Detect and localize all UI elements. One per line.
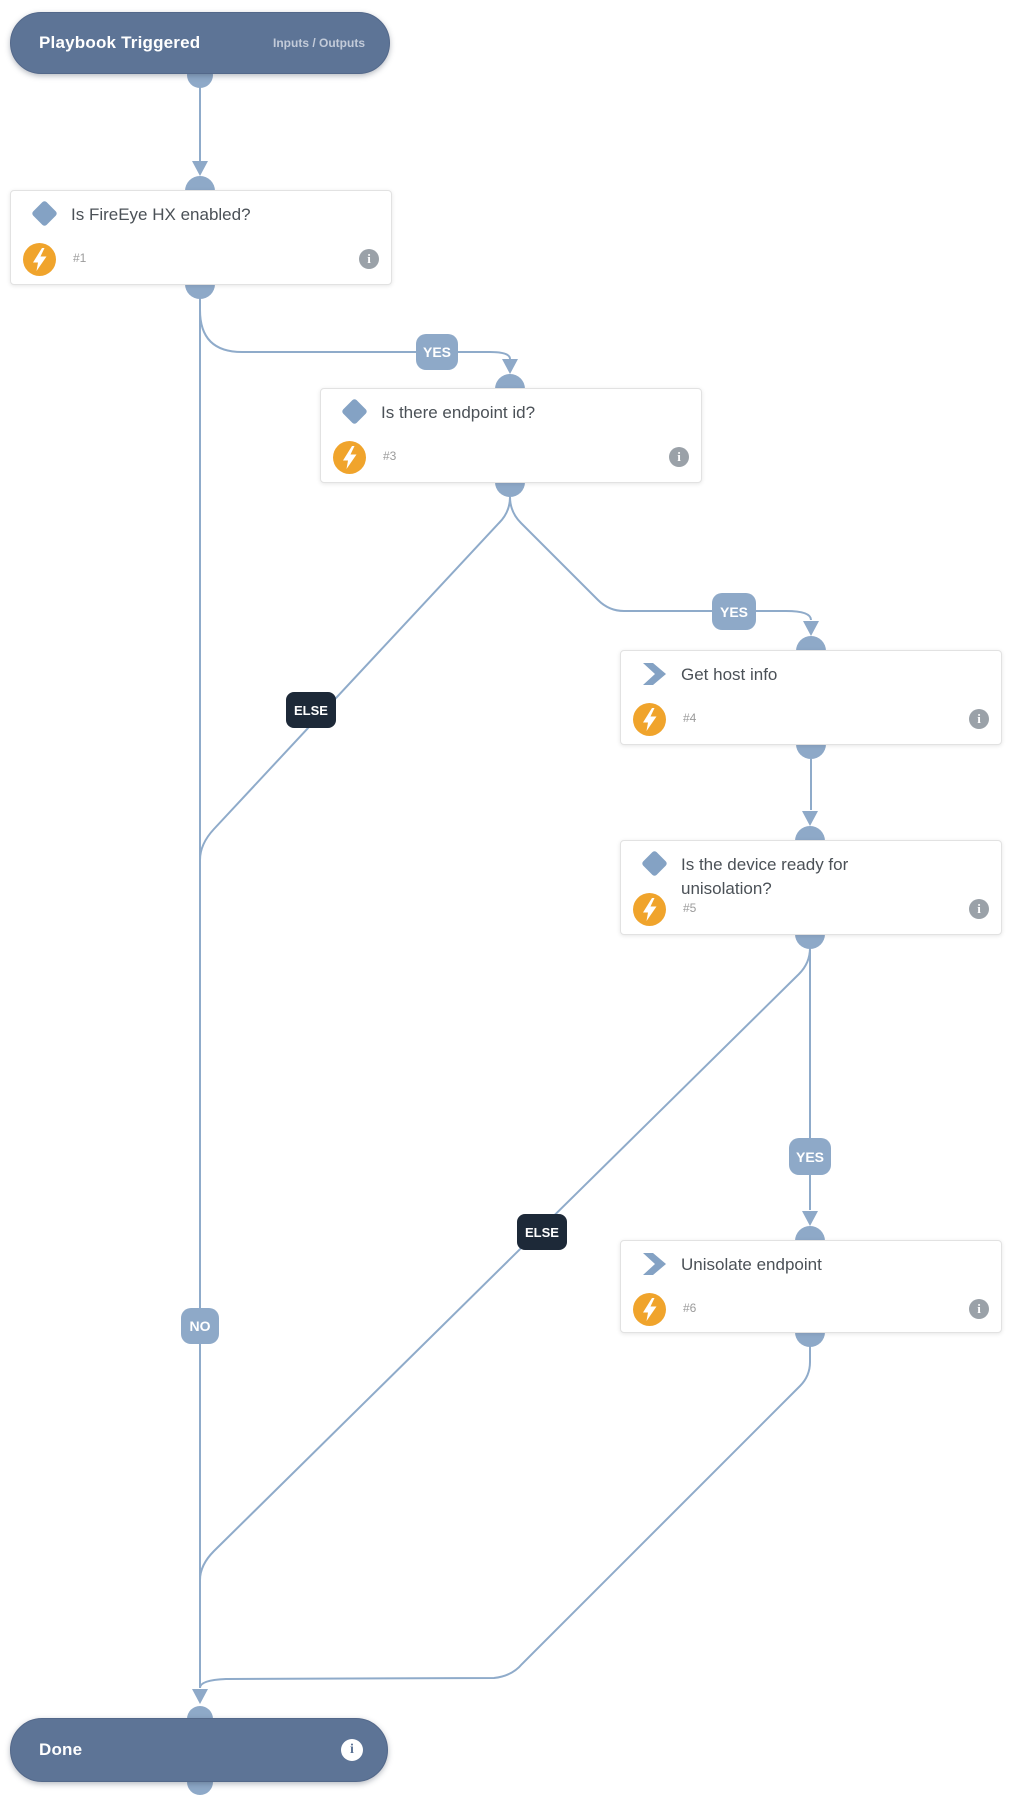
decision-diamond-icon: [641, 850, 668, 877]
node-title: Is the device ready for unisolation?: [681, 855, 849, 898]
arrowhead-icon: [803, 621, 819, 636]
arrowhead-icon: [192, 161, 208, 176]
decision-node-is-there-endpoint-id[interactable]: Is there endpoint id? #3 i: [320, 388, 702, 483]
inputs-outputs-link[interactable]: Inputs / Outputs: [273, 36, 365, 50]
info-icon[interactable]: i: [359, 249, 379, 269]
info-icon[interactable]: i: [969, 709, 989, 729]
node-title: Unisolate endpoint: [681, 1255, 822, 1274]
decision-node-is-fireeye-hx-enabled[interactable]: Is FireEye HX enabled? #1 i: [10, 190, 392, 285]
else-badge[interactable]: ELSE: [286, 692, 336, 728]
decision-diamond-icon: [341, 398, 368, 425]
node-title: Get host info: [681, 665, 778, 684]
action-chevron-icon: [643, 1252, 667, 1276]
automation-bolt-icon: [633, 1293, 666, 1326]
node-number: #4: [683, 711, 697, 725]
node-number: #5: [683, 901, 697, 915]
decision-diamond-icon: [31, 200, 58, 227]
action-node-get-host-info[interactable]: Get host info #4 i: [620, 650, 1002, 745]
decision-node-is-device-ready-for-unisolation[interactable]: Is the device ready for unisolation? #5 …: [620, 840, 1002, 935]
end-node-title: Done: [39, 1740, 83, 1759]
arrowhead-icon: [502, 359, 518, 374]
yes-badge[interactable]: YES: [416, 334, 458, 370]
start-node-playbook-triggered[interactable]: Playbook Triggered Inputs / Outputs: [10, 12, 390, 74]
edge-5-else-to-done: [199, 947, 811, 1581]
edge-3-else-to-done: [199, 496, 511, 861]
start-node-title: Playbook Triggered: [39, 33, 201, 52]
node-number: #3: [383, 449, 397, 463]
node-number: #6: [683, 1301, 697, 1315]
edge-3-yes-to-4: [509, 496, 812, 621]
end-node-done[interactable]: Done i: [10, 1718, 388, 1782]
node-title: Is there endpoint id?: [381, 403, 536, 422]
no-badge[interactable]: NO: [181, 1308, 219, 1344]
action-chevron-icon: [643, 662, 667, 686]
info-icon[interactable]: i: [969, 899, 989, 919]
info-icon[interactable]: i: [669, 447, 689, 467]
else-badge[interactable]: ELSE: [517, 1214, 567, 1250]
automation-bolt-icon: [633, 893, 666, 926]
automation-bolt-icon: [633, 703, 666, 736]
automation-bolt-icon: [333, 441, 366, 474]
info-icon[interactable]: i: [969, 1299, 989, 1319]
arrowhead-icon: [802, 811, 818, 826]
arrowhead-icon: [192, 1689, 208, 1704]
yes-badge[interactable]: YES: [712, 593, 756, 630]
node-title: Is FireEye HX enabled?: [71, 205, 251, 224]
yes-badge[interactable]: YES: [789, 1138, 831, 1175]
arrowhead-icon: [802, 1211, 818, 1226]
info-icon[interactable]: i: [341, 1739, 363, 1761]
edge-1-yes-to-3: [199, 297, 511, 360]
action-node-unisolate-endpoint[interactable]: Unisolate endpoint #6 i: [620, 1240, 1002, 1333]
node-number: #1: [73, 251, 87, 265]
automation-bolt-icon: [23, 243, 56, 276]
edge-6-to-done: [199, 1346, 811, 1689]
